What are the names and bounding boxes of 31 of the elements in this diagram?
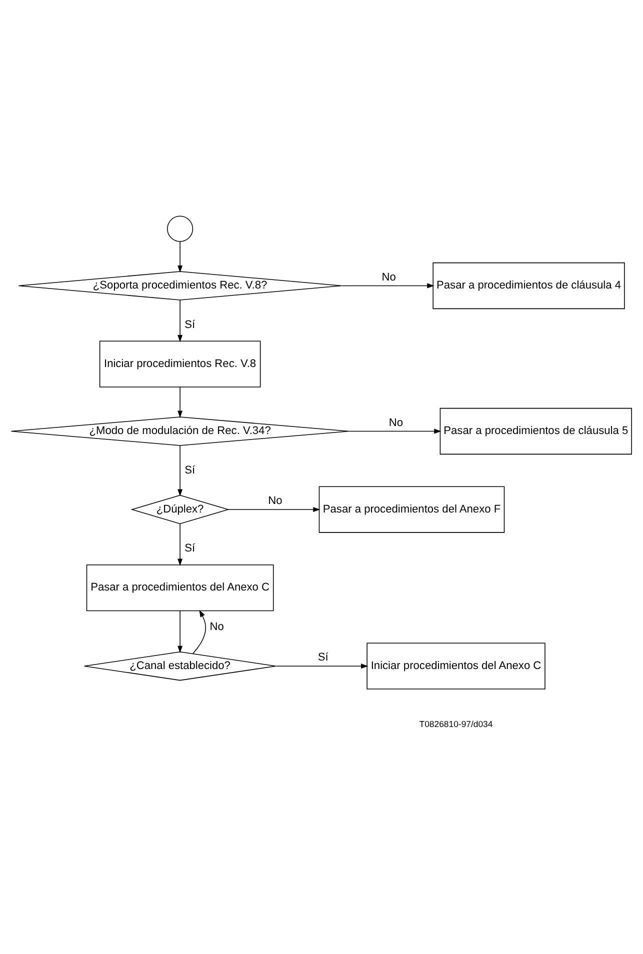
edge-label: No bbox=[388, 416, 404, 428]
arrow bbox=[178, 610, 183, 653]
edge-label: No bbox=[382, 270, 396, 283]
node-diamond: ¿Soporta procedimientos Rec. V.8? bbox=[18, 270, 342, 300]
label: T0826810-97/d034 bbox=[419, 718, 493, 728]
arrow bbox=[348, 428, 442, 434]
arrow bbox=[178, 299, 183, 342]
arrow bbox=[178, 444, 183, 496]
edge-label: Sí bbox=[184, 542, 196, 554]
arrow bbox=[178, 523, 183, 566]
node-diamond: ¿Canal establecido? bbox=[84, 650, 276, 680]
node-box: Pasar a procedimientos de cláusula 4 bbox=[432, 262, 625, 309]
arrow bbox=[341, 282, 434, 288]
edge-label: Sí bbox=[318, 651, 328, 664]
node-box: Iniciar procedimientos del Anexo C bbox=[366, 642, 546, 689]
arrow bbox=[178, 240, 183, 272]
node-box: Pasar a procedimientos de cláusula 5 bbox=[440, 407, 632, 454]
edge-label: Sí bbox=[184, 464, 196, 476]
node-diamond: ¿Dúplex? bbox=[130, 494, 230, 524]
edge-label: Sí bbox=[184, 318, 196, 330]
arrow bbox=[192, 609, 206, 654]
node-circle bbox=[167, 215, 194, 242]
node-box: Pasar a procedimientos del Anexo C bbox=[86, 564, 274, 611]
node-diamond: ¿Modo de modulación de Rec. V.34? bbox=[10, 416, 350, 446]
arrow bbox=[228, 506, 320, 512]
arrow bbox=[178, 386, 183, 418]
arrow bbox=[276, 663, 368, 668]
edge-label: No bbox=[268, 494, 282, 507]
node-box: Pasar a procedimientos del Anexo F bbox=[318, 486, 505, 532]
node-box: Iniciar procedimientos Rec. V.8 bbox=[99, 340, 261, 387]
edge-label: No bbox=[210, 620, 224, 632]
